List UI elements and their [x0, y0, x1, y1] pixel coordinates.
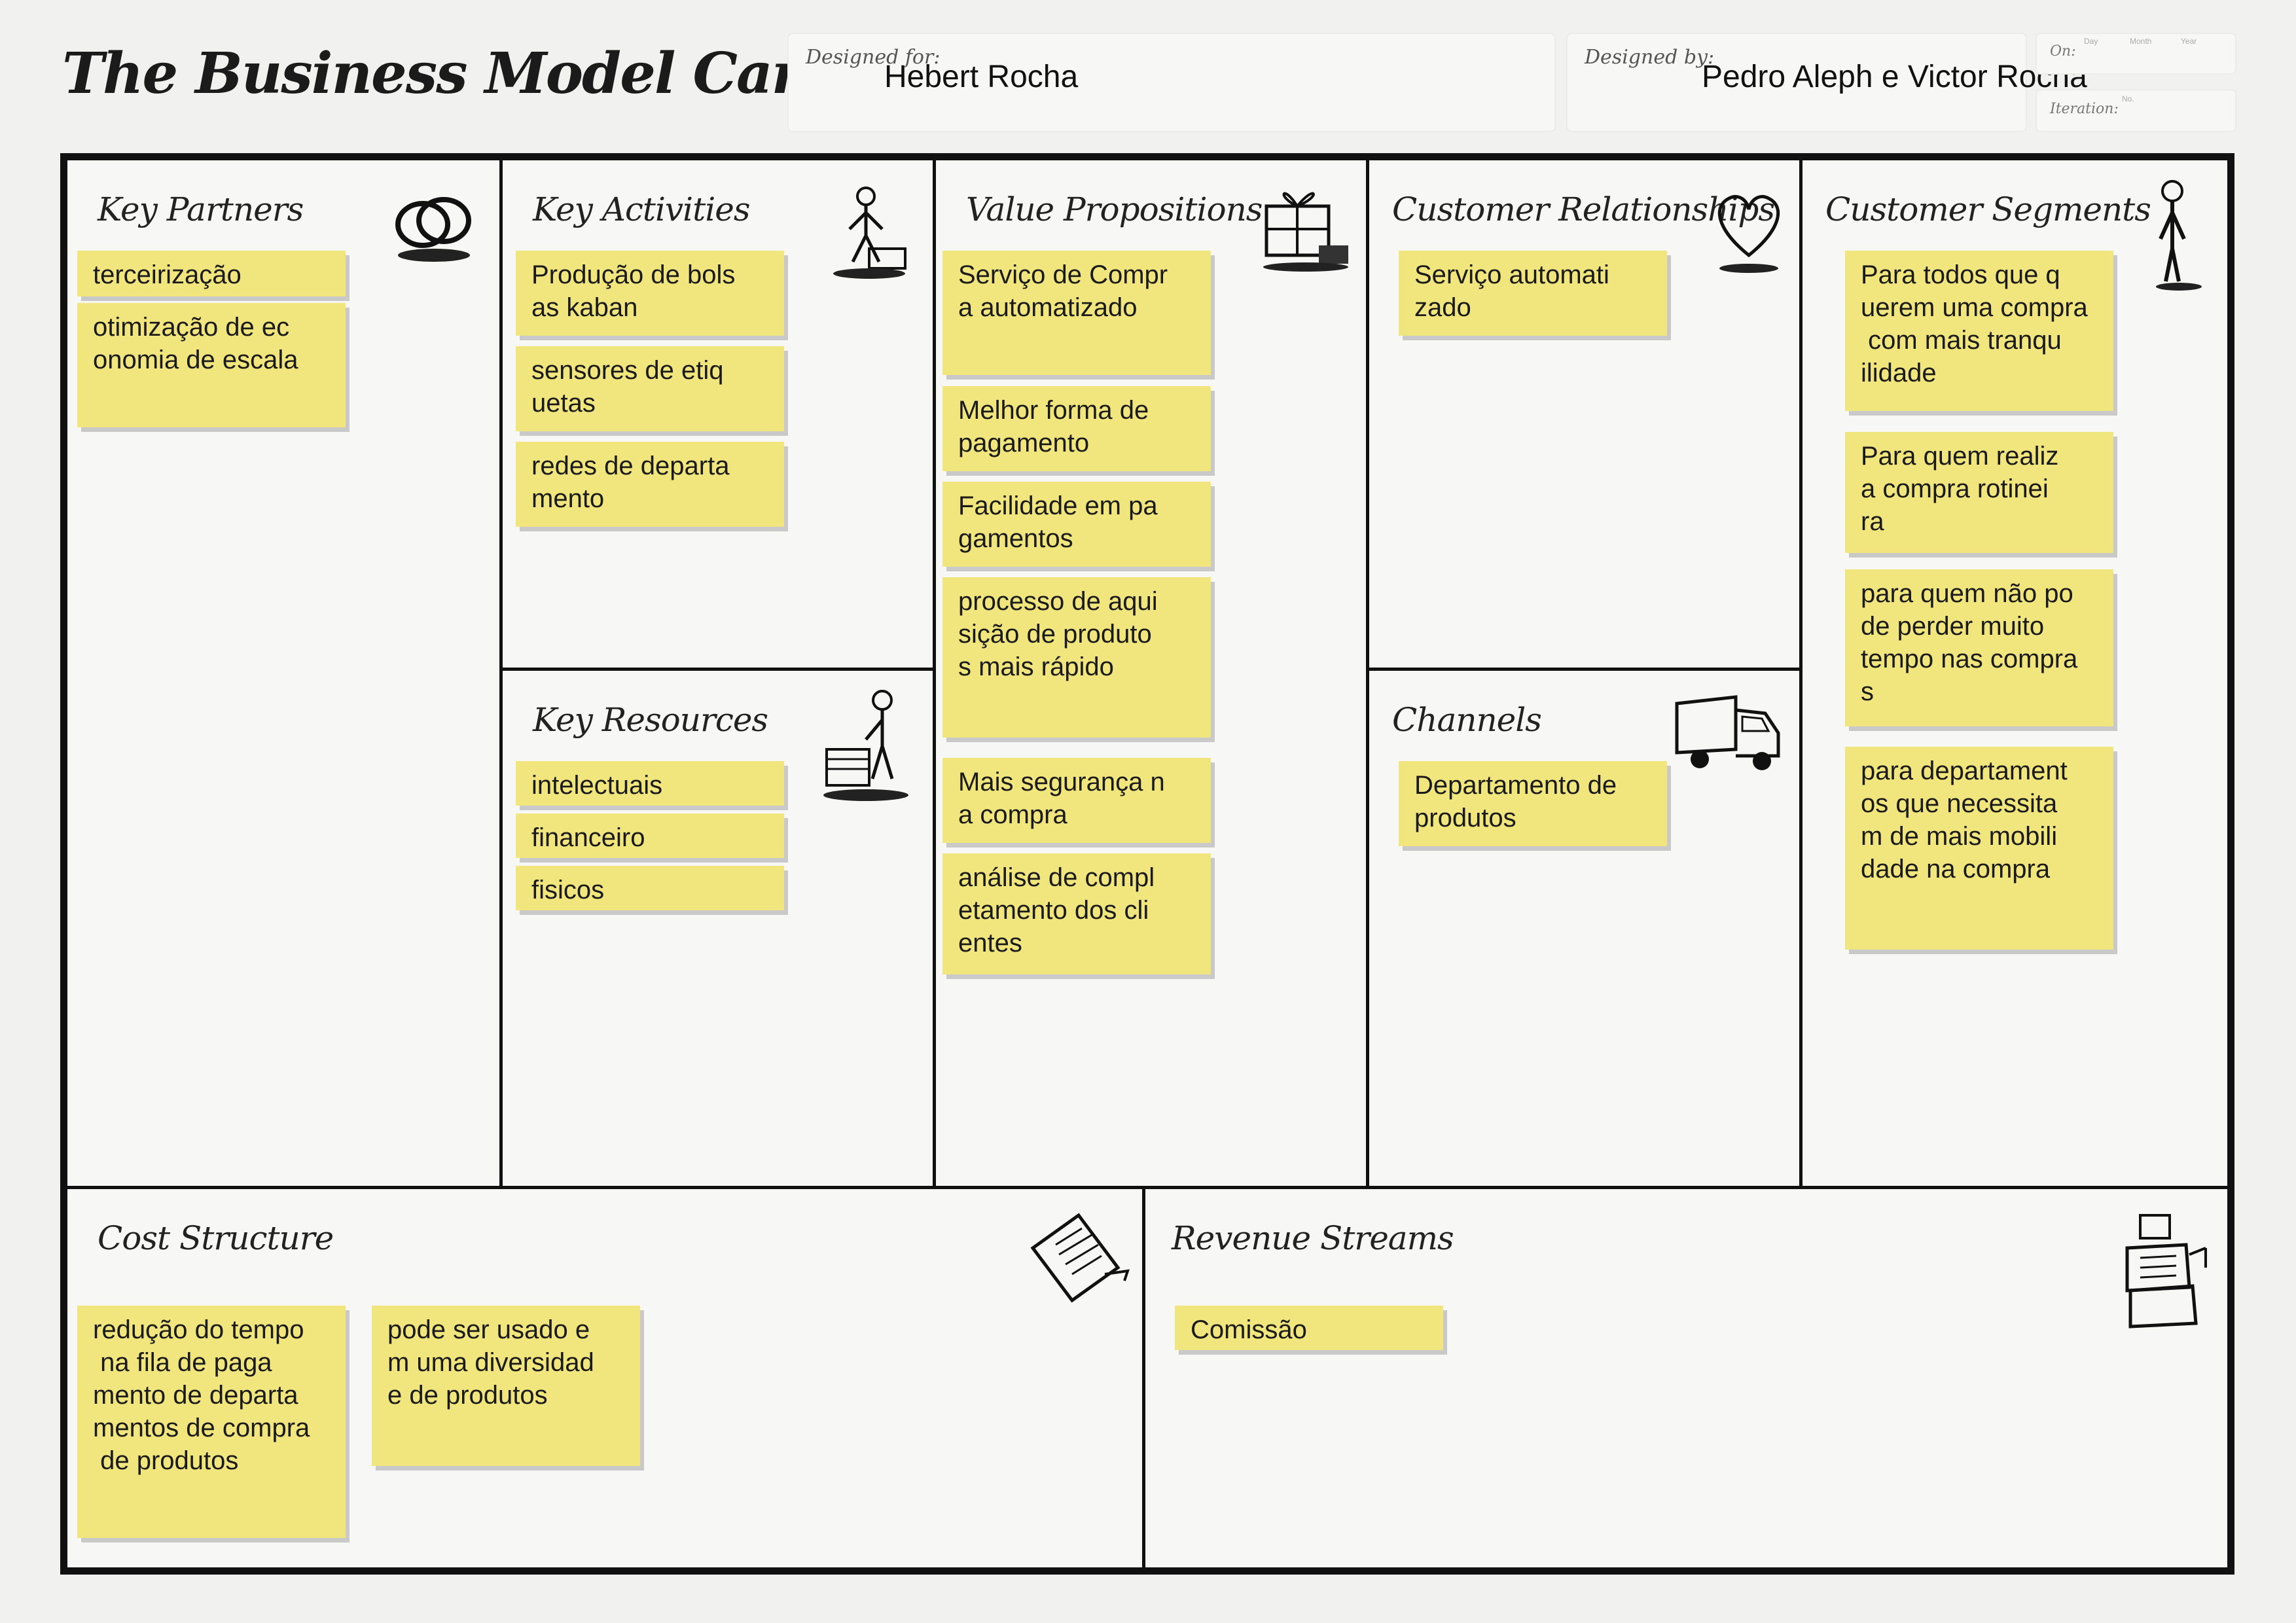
divider: [499, 160, 503, 1186]
note-key-resources-3[interactable]: fisicos: [516, 866, 784, 910]
designed-for-box[interactable]: Designed for: Hebert Rocha: [789, 34, 1554, 131]
designed-for-label: Designed for:: [806, 46, 941, 69]
cost-structure-title: Cost Structure: [98, 1219, 334, 1257]
note-key-activities-1[interactable]: Produção de bols as kaban: [516, 251, 784, 336]
person-with-cart-icon: [820, 687, 918, 808]
date-year: Year: [2181, 37, 2197, 46]
note-value-propositions-3[interactable]: Facilidade em pa gamentos: [942, 482, 1211, 567]
gift-box-icon: [1257, 177, 1355, 278]
divider: [933, 160, 936, 1186]
block-value-propositions[interactable]: Value Propositions Serviço de Compr a au…: [936, 160, 1366, 1186]
note-channels-1[interactable]: Departamento de produtos: [1399, 761, 1667, 846]
iteration-label: Iteration:: [2050, 101, 2119, 117]
block-revenue-streams[interactable]: Revenue Streams Comissão: [1145, 1189, 2227, 1567]
block-customer-relationships[interactable]: Customer Relationships Serviço automati …: [1369, 160, 1799, 668]
divider: [67, 1186, 2227, 1189]
heart-icon: [1710, 180, 1788, 281]
key-resources-title: Key Resources: [533, 701, 768, 739]
designed-by-value: Pedro Aleph e Victor Rocha: [1702, 60, 2087, 94]
note-key-activities-3[interactable]: redes de departa mento: [516, 442, 784, 527]
divider: [1366, 668, 1799, 671]
revenue-streams-title: Revenue Streams: [1172, 1219, 1454, 1257]
note-value-propositions-1[interactable]: Serviço de Compr a automatizado: [942, 251, 1211, 375]
note-key-resources-2[interactable]: financeiro: [516, 813, 784, 858]
note-key-partners-2[interactable]: otimização de ec onomia de escala: [77, 303, 346, 427]
note-key-resources-1[interactable]: intelectuais: [516, 761, 784, 806]
cash-register-icon: [2114, 1209, 2212, 1343]
date-month: Month: [2130, 37, 2152, 46]
page-title: The Business Model Canvas: [62, 41, 909, 107]
block-key-resources[interactable]: Key Resources intelectuais financeiro fi…: [503, 671, 933, 1186]
business-model-canvas: Key Partners terceirização otimização de…: [60, 153, 2234, 1575]
block-key-partners[interactable]: Key Partners terceirização otimização de…: [67, 160, 499, 1186]
iteration-no: No.: [2122, 94, 2134, 103]
note-revenue-streams-1[interactable]: Comissão: [1175, 1306, 1443, 1350]
block-cost-structure[interactable]: Cost Structure redução do tempo na fila …: [67, 1189, 1142, 1567]
iteration-box[interactable]: Iteration: No.: [2037, 90, 2235, 131]
note-customer-segments-1[interactable]: Para todos que q uerem uma compra com ma…: [1845, 251, 2113, 411]
on-label: On:: [2050, 43, 2076, 60]
customer-segments-title: Customer Segments: [1825, 190, 2151, 228]
note-value-propositions-2[interactable]: Melhor forma de pagamento: [942, 386, 1211, 471]
date-day: Day: [2084, 37, 2098, 46]
note-cost-structure-2[interactable]: pode ser usado e m uma diversidad e de p…: [372, 1306, 640, 1466]
divider: [1366, 160, 1369, 1186]
person-with-tool-icon: [830, 183, 915, 285]
note-customer-relationships-1[interactable]: Serviço automati zado: [1399, 251, 1667, 336]
truck-icon: [1670, 684, 1788, 785]
divider: [1142, 1186, 1145, 1567]
value-propositions-title: Value Propositions: [966, 190, 1263, 228]
channels-title: Channels: [1392, 701, 1542, 739]
note-customer-segments-2[interactable]: Para quem realiz a compra rotinei ra: [1845, 432, 2113, 553]
note-value-propositions-6[interactable]: análise de compl etamento dos cli entes: [942, 853, 1211, 974]
block-customer-segments[interactable]: Customer Segments Para todos que q uerem…: [1803, 160, 2227, 1186]
block-channels[interactable]: Channels Departamento de produtos: [1369, 671, 1799, 1186]
person-standing-icon: [2146, 177, 2205, 298]
note-customer-segments-3[interactable]: para quem não po de perder muito tempo n…: [1845, 569, 2113, 726]
key-partners-title: Key Partners: [98, 190, 304, 228]
note-cost-structure-1[interactable]: redução do tempo na fila de paga mento d…: [77, 1306, 346, 1538]
designed-for-value: Hebert Rocha: [884, 60, 1079, 94]
date-box[interactable]: On: Day Month Year: [2037, 34, 2235, 73]
rings-icon: [385, 180, 483, 275]
note-key-partners-1[interactable]: terceirização: [77, 251, 346, 296]
designed-by-label: Designed by:: [1585, 46, 1715, 69]
designed-by-box[interactable]: Designed by: Pedro Aleph e Victor Rocha: [1568, 34, 2087, 131]
divider: [499, 668, 933, 671]
note-value-propositions-5[interactable]: Mais segurança n a compra: [942, 758, 1211, 843]
receipt-icon: [1020, 1209, 1131, 1310]
note-customer-segments-4[interactable]: para departament os que necessita m de m…: [1845, 747, 2113, 950]
block-key-activities[interactable]: Key Activities Produção de bols as kaban…: [503, 160, 933, 668]
key-activities-title: Key Activities: [533, 190, 751, 228]
note-value-propositions-4[interactable]: processo de aqui sição de produto s mais…: [942, 577, 1211, 738]
customer-relationships-title: Customer Relationships: [1392, 190, 1775, 228]
divider: [1799, 160, 1803, 1186]
note-key-activities-2[interactable]: sensores de etiq uetas: [516, 346, 784, 431]
